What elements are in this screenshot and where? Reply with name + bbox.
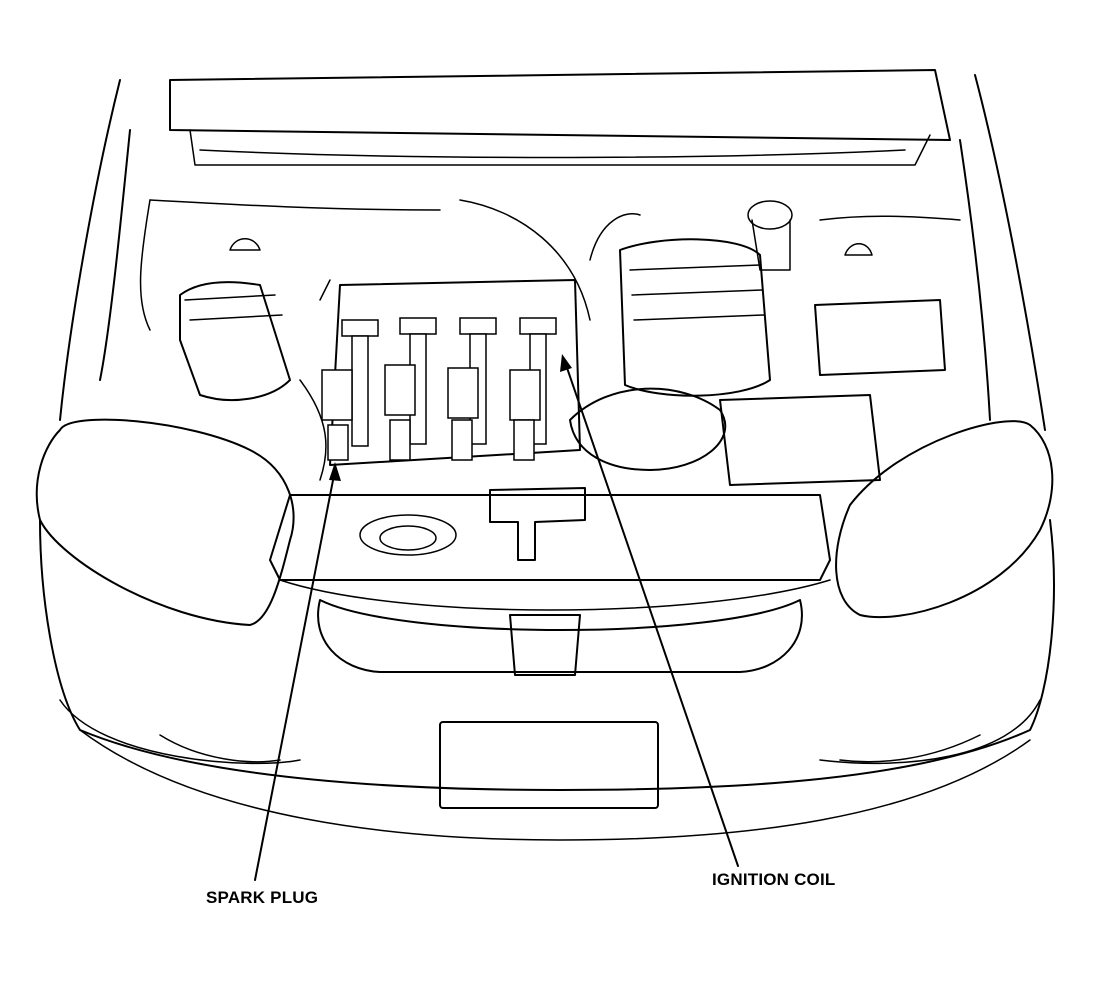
ignition-coil-arrowhead <box>560 354 572 372</box>
spark-plug-leader <box>254 469 336 881</box>
callout-leaders <box>254 354 739 881</box>
engine-components <box>179 199 946 486</box>
coil-and-plug-assembly <box>319 279 581 466</box>
ignition-coil-label: IGNITION COIL <box>712 870 836 889</box>
cylinder-1 <box>321 319 379 461</box>
cylinder-4 <box>509 317 557 461</box>
spark-plug-arrowhead <box>329 462 341 481</box>
car-body <box>35 69 1055 841</box>
cylinder-2 <box>384 317 437 461</box>
ignition-coil-leader <box>564 361 739 867</box>
cylinder-3 <box>447 317 497 461</box>
spark-plug-label: SPARK PLUG <box>206 888 319 907</box>
